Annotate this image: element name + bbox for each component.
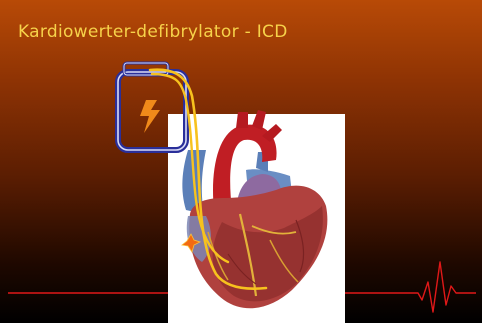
- lightning-bolt-icon: [140, 100, 160, 133]
- heart-illustration: [182, 110, 327, 308]
